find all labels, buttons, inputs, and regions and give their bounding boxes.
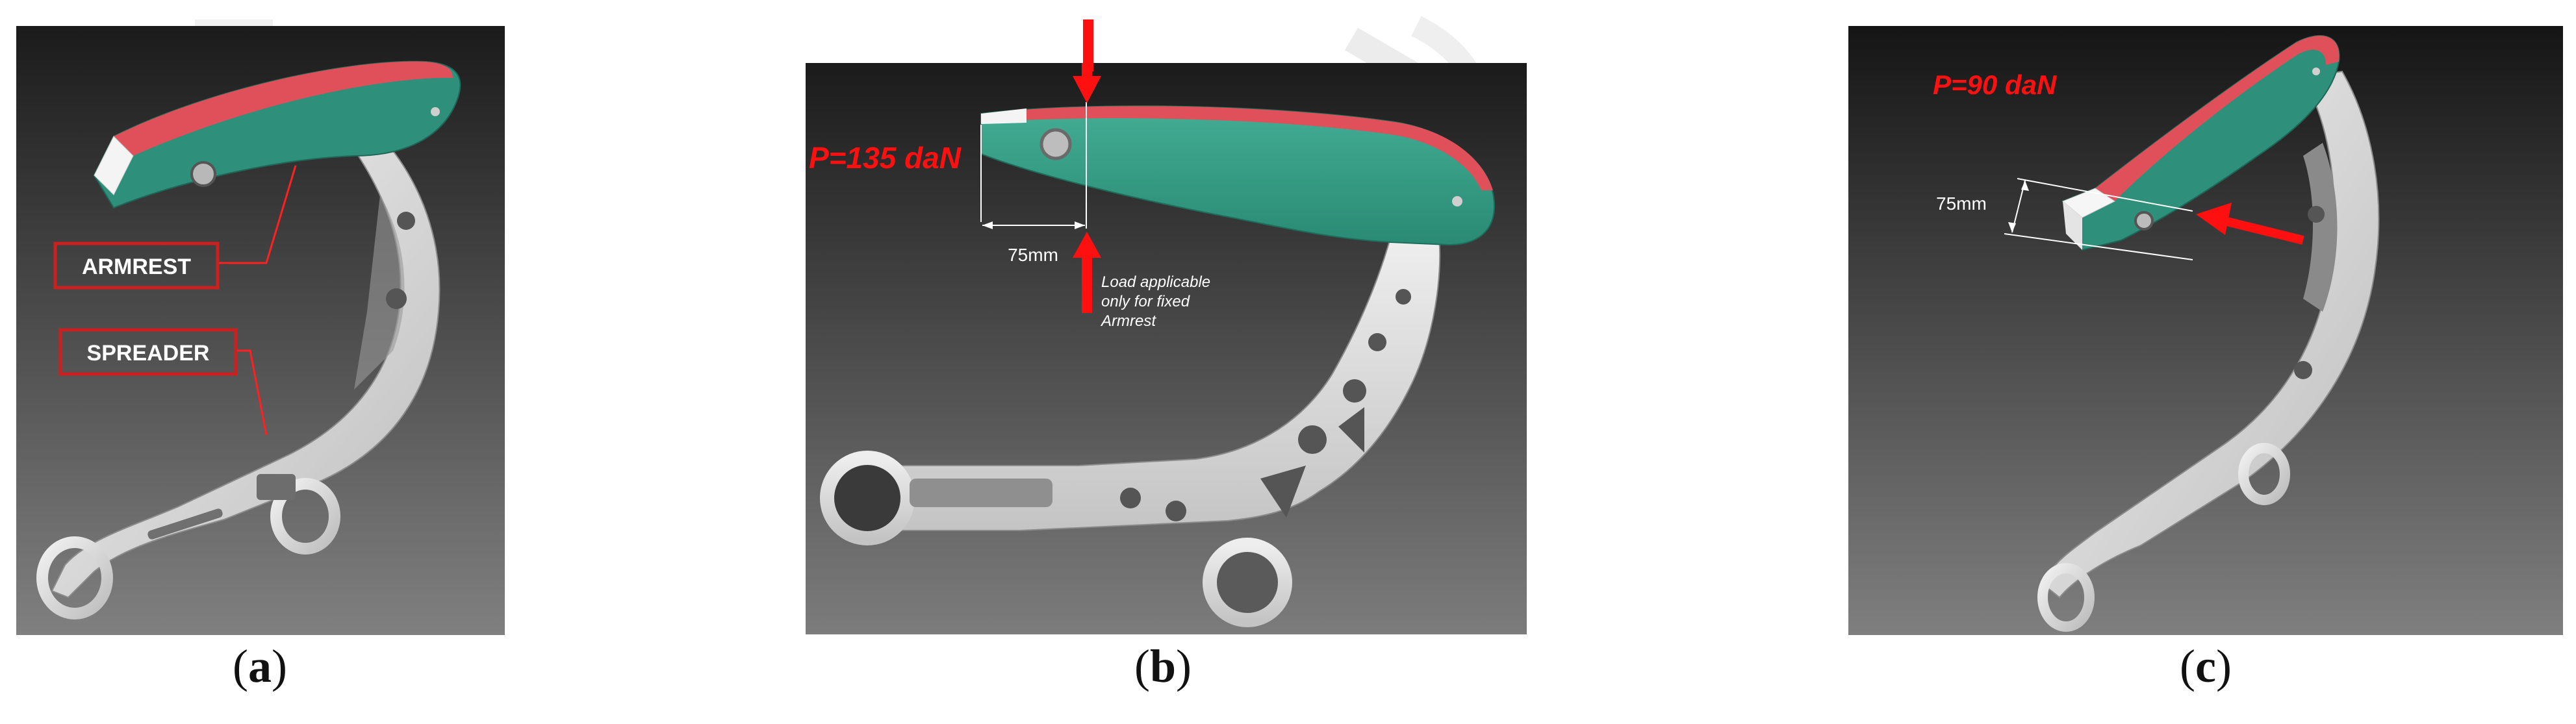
spreader-part [36, 142, 440, 619]
dimension-75mm: 75mm [1936, 178, 2193, 260]
armrest-part [2061, 35, 2340, 251]
load-arrow-top [1083, 19, 1093, 71]
armrest-label: ARMREST [53, 165, 297, 290]
panel-b: 75mm P=135 daN Load applicable only for … [806, 63, 1527, 634]
dimension-text: 75mm [1008, 245, 1058, 265]
spreader-label: SPREADER [58, 328, 268, 436]
armrest-label-text: ARMREST [82, 255, 191, 279]
note-line-3: Armrest [1100, 312, 1156, 330]
panel-c: 75mm P=90 daN [1848, 26, 2563, 635]
caption-c: (c) [2180, 640, 2232, 692]
load-arrows [1073, 63, 1101, 313]
load-note: Load applicable only for fixed Armrest [1100, 273, 1210, 330]
dimension-75mm: 75mm [980, 102, 1087, 265]
load-arrow [2196, 203, 2304, 245]
spreader-label-text: SPREADER [87, 341, 210, 366]
note-line-2: only for fixed [1101, 293, 1190, 310]
spreader-part [2037, 70, 2380, 632]
caption-b: (b) [1134, 640, 1192, 692]
load-label: P=90 daN [1933, 69, 2058, 100]
armrest-part [980, 105, 1496, 246]
spreader-part [820, 238, 1441, 627]
panel-a: ARMREST SPREADER [16, 26, 505, 635]
caption-a: (a) [233, 640, 287, 692]
armrest-part [93, 60, 461, 209]
dimension-text: 75mm [1936, 193, 1987, 214]
armrest-leader-line [219, 165, 297, 264]
spreader-leader-line [237, 349, 268, 436]
load-label: P=135 daN [809, 141, 962, 175]
note-line-1: Load applicable [1101, 273, 1210, 291]
